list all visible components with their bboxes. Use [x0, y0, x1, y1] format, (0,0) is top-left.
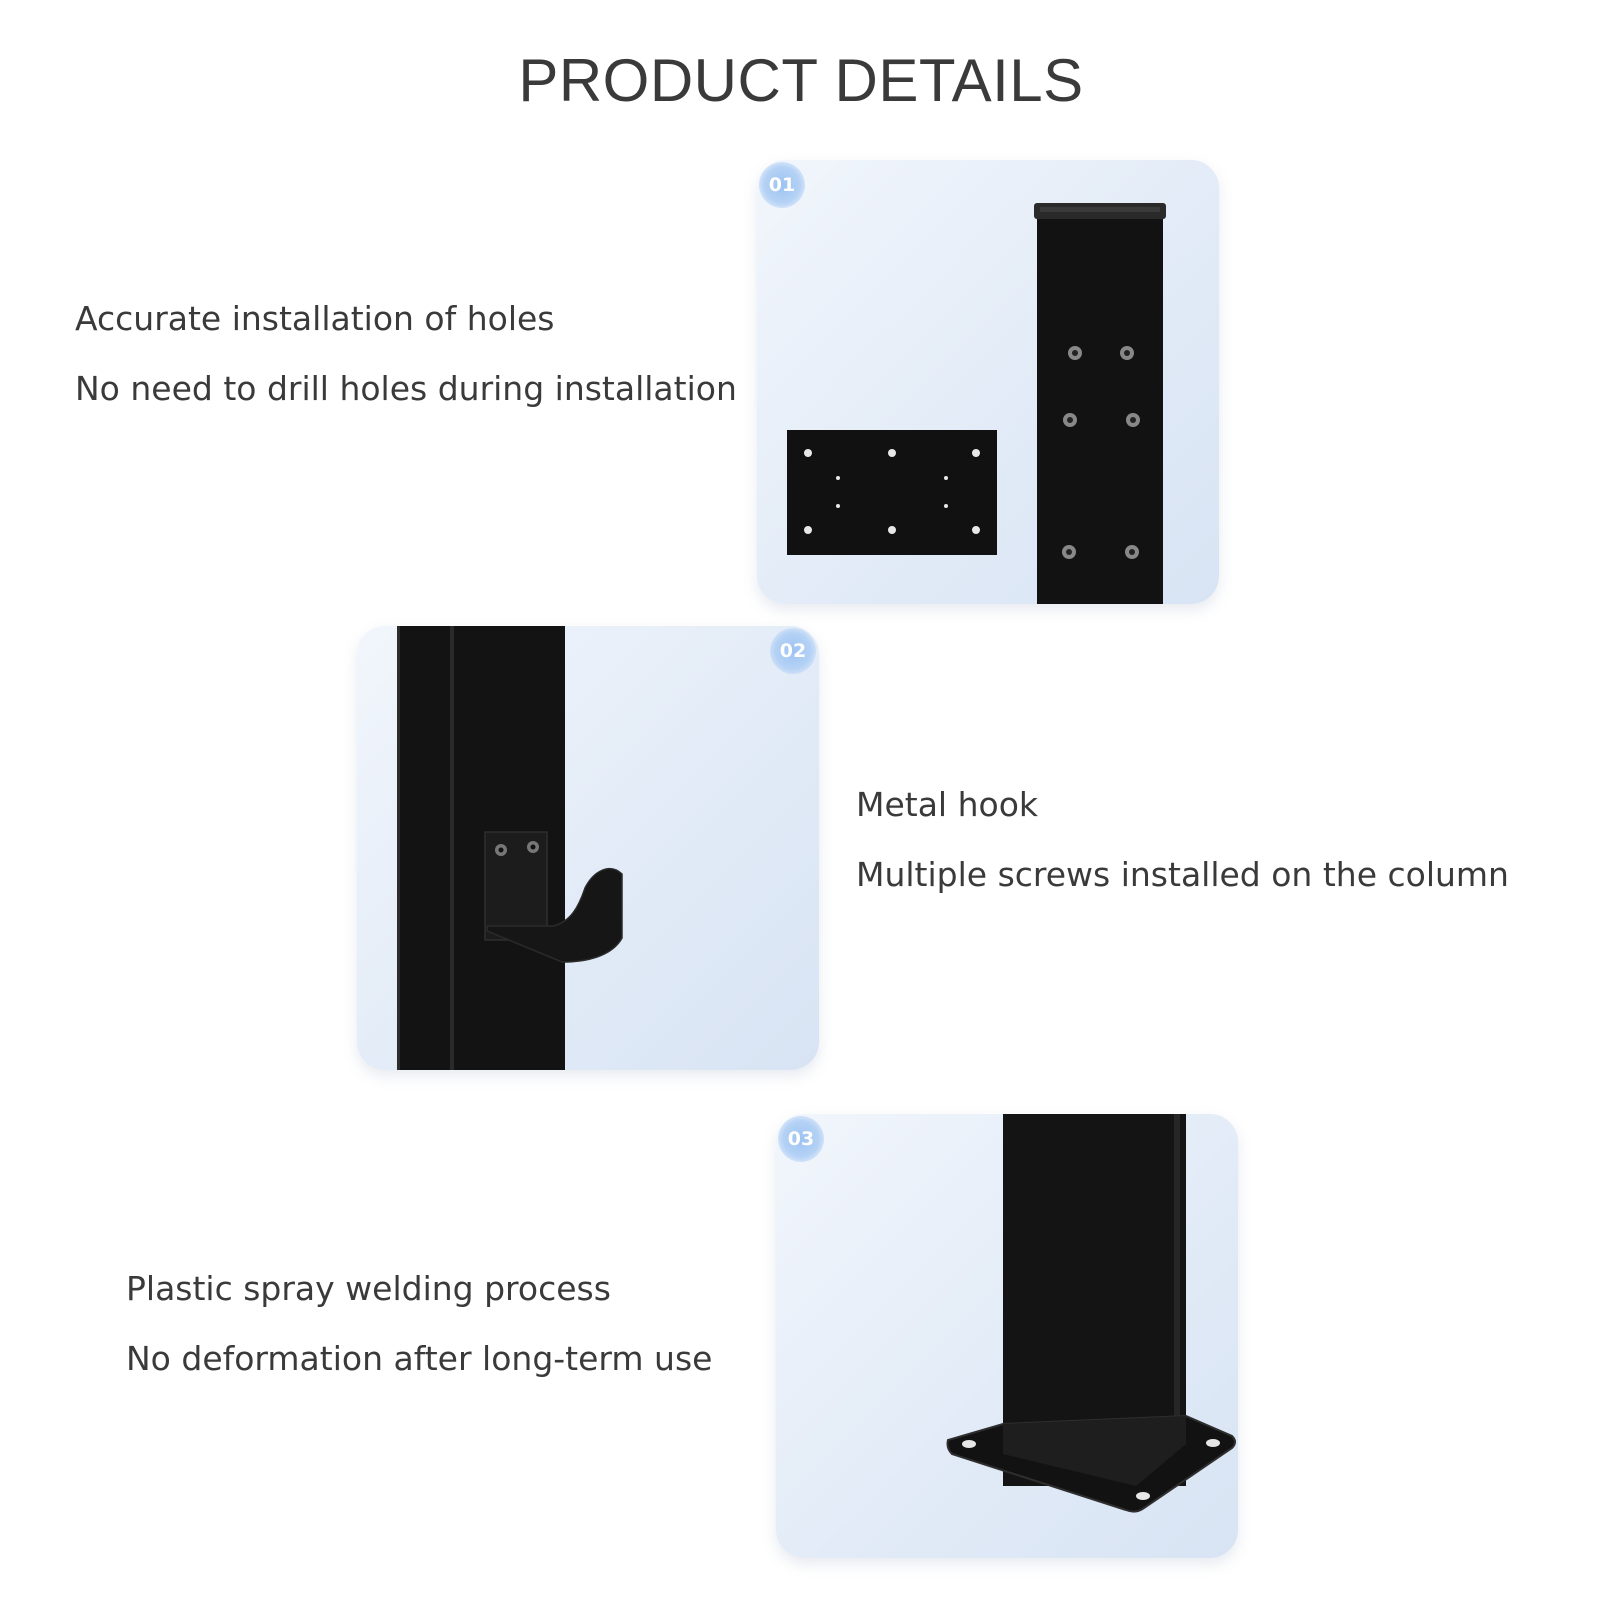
post-welded-on-base-plate-illustration	[946, 1114, 1236, 1513]
section-3-image-card: 03	[776, 1114, 1238, 1558]
section-2-badge: 02	[770, 628, 816, 674]
section-3-line-1: Plastic spray welding process	[126, 1269, 611, 1308]
base-plate	[787, 430, 997, 555]
section-1-line-2: No need to drill holes during installati…	[75, 369, 737, 408]
metal-hook	[486, 868, 623, 963]
section-2-image-card: 02	[357, 626, 819, 1070]
section-3-line-2: No deformation after long-term use	[126, 1339, 713, 1378]
section-2-line-1: Metal hook	[856, 785, 1038, 824]
post-with-metal-hook-illustration	[397, 626, 623, 1070]
section-2-caption: Metal hook Multiple screws installed on …	[856, 770, 1509, 910]
section-1-image-card: 01	[757, 160, 1219, 604]
square-post	[1037, 215, 1163, 604]
page-title: PRODUCT DETAILS	[518, 47, 1084, 114]
base-plate-holes	[804, 449, 980, 534]
section-3-badge: 03	[778, 1116, 824, 1162]
section-1-badge: 01	[759, 162, 805, 208]
section-1-line-1: Accurate installation of holes	[75, 299, 555, 338]
section-1-caption: Accurate installation of holes No need t…	[75, 284, 737, 424]
section-2-line-2: Multiple screws installed on the column	[856, 855, 1509, 894]
post-screws	[1062, 346, 1140, 559]
base-plate-holes	[962, 1439, 1220, 1500]
post-top-and-base-plate-illustration	[787, 203, 1166, 604]
section-3-caption: Plastic spray welding process No deforma…	[126, 1254, 712, 1394]
